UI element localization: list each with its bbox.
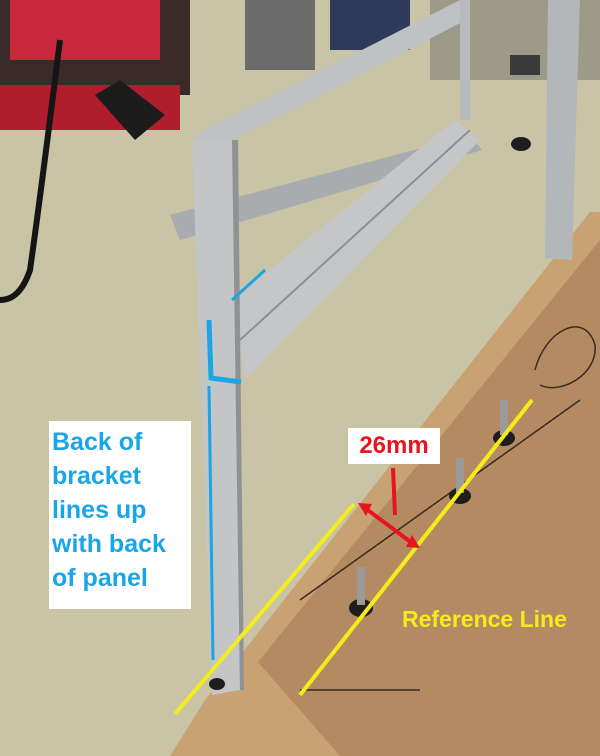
cardboard-panel bbox=[258, 240, 600, 756]
bracket-angle-bar bbox=[232, 120, 480, 380]
power-plug-icon bbox=[95, 80, 165, 140]
cpu-cooler-fan-icon bbox=[10, 0, 160, 60]
note-line-1: Back of bbox=[52, 428, 143, 456]
bracket-right-post bbox=[460, 0, 470, 120]
background-hardware bbox=[0, 0, 600, 130]
cable bbox=[0, 39, 63, 303]
measurement-label: 26mm bbox=[348, 428, 440, 464]
bracket-top-bar bbox=[195, 0, 470, 152]
note-line-3: lines up bbox=[52, 496, 147, 524]
bracket-left-post bbox=[192, 140, 240, 695]
bracket-alignment-note: Back of bracket lines up with back of pa… bbox=[49, 421, 191, 609]
note-line-2: bracket bbox=[52, 462, 141, 490]
loose-standoff bbox=[511, 137, 531, 151]
note-line-5: of panel bbox=[52, 564, 148, 592]
bracket-screw bbox=[209, 678, 225, 690]
back-vertical-post bbox=[545, 0, 580, 260]
note-line-4: with back bbox=[52, 530, 166, 558]
red-measurement-arrow bbox=[358, 467, 420, 548]
reference-line-label: Reference Line bbox=[402, 606, 567, 632]
blue-alignment-lines bbox=[206, 268, 267, 661]
cardboard-sketch bbox=[299, 326, 596, 691]
